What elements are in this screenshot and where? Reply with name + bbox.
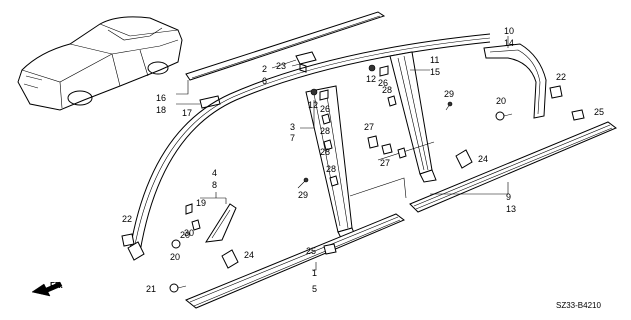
callout-26-right: 26 xyxy=(378,78,388,88)
callout-28-d: 28 xyxy=(382,85,392,95)
callout-17: 17 xyxy=(182,108,192,118)
callout-15: 15 xyxy=(430,67,440,77)
callout-22-right: 22 xyxy=(556,72,566,82)
callout-28-b: 28 xyxy=(320,147,330,157)
callout-10: 10 xyxy=(504,26,514,36)
front-direction-label: FR. xyxy=(50,281,63,290)
callout-14: 14 xyxy=(504,38,514,48)
roof-molding xyxy=(176,11,386,109)
callout-27-b: 27 xyxy=(380,158,390,168)
diagram-code: SZ33-B4210 xyxy=(556,301,601,310)
separator-lines xyxy=(349,141,435,199)
callout-29-left: 29 xyxy=(298,190,308,200)
callout-21: 21 xyxy=(146,284,156,294)
rear-quarter-molding xyxy=(483,43,547,119)
rear-pillar-garnish xyxy=(389,51,437,183)
callout-3: 3 xyxy=(290,122,295,132)
callout-25-right: 25 xyxy=(594,107,604,117)
callout-18: 18 xyxy=(156,105,166,115)
callout-4: 4 xyxy=(212,168,217,178)
callout-30: 30 xyxy=(184,228,194,238)
rear-side-sill xyxy=(409,121,617,213)
callout-20-left: 20 xyxy=(170,252,180,262)
callout-28-c: 28 xyxy=(326,164,336,174)
callout-13: 13 xyxy=(506,204,516,214)
callout-28-a: 28 xyxy=(320,126,330,136)
callout-1: 1 xyxy=(312,268,317,278)
callout-23: 23 xyxy=(276,61,286,71)
callout-11: 11 xyxy=(430,55,439,65)
callout-19: 19 xyxy=(196,198,206,208)
callout-16: 16 xyxy=(156,93,166,103)
callout-7: 7 xyxy=(290,133,295,143)
front-direction-indicator: FR. xyxy=(31,281,63,297)
callout-26-left: 26 xyxy=(320,104,330,114)
callout-27-a: 27 xyxy=(364,122,374,132)
front-arrow-icon xyxy=(31,281,63,297)
front-side-sill xyxy=(185,213,405,309)
callout-labels: 16 18 17 2 6 23 3 7 12 26 28 28 28 29 12… xyxy=(122,26,604,294)
triangle-garnish xyxy=(205,203,237,243)
callout-6: 6 xyxy=(262,76,267,86)
fasteners xyxy=(121,64,585,293)
callout-22-left: 22 xyxy=(122,214,132,224)
callout-9: 9 xyxy=(506,192,511,202)
car-illustration xyxy=(17,16,183,111)
callout-8: 8 xyxy=(212,180,217,190)
door-frame-molding xyxy=(127,33,491,261)
callout-20-mid: 20 xyxy=(180,230,190,240)
clip-23 xyxy=(295,51,317,73)
callout-24-left: 24 xyxy=(244,250,254,260)
callout-12-right: 12 xyxy=(366,74,376,84)
callout-5: 5 xyxy=(312,284,317,294)
callout-25-left: 25 xyxy=(306,246,316,256)
leader-lines xyxy=(200,36,509,271)
callout-29-right: 29 xyxy=(444,89,454,99)
callout-24-right: 24 xyxy=(478,154,488,164)
callout-20-right: 20 xyxy=(496,96,506,106)
callout-12-left: 12 xyxy=(308,100,318,110)
callout-2: 2 xyxy=(262,64,267,74)
